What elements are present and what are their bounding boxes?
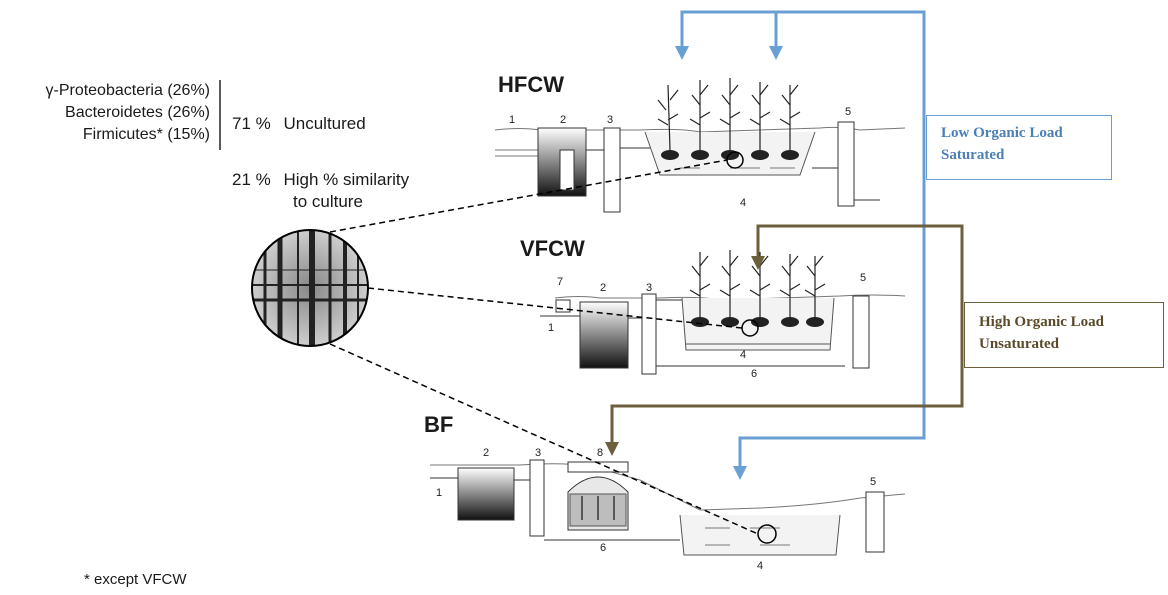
hfcw-outlet [837, 121, 855, 207]
taxon-proteobacteria: γ-Proteobacteria (26%) [45, 82, 210, 99]
taxon-bacteroidetes: Bacteroidetes (26%) [65, 104, 210, 121]
footnote: * except VFCW [84, 571, 187, 588]
vfcw-sample-circle [741, 319, 759, 337]
low-load-line-2: Saturated [941, 147, 1005, 163]
vfcw-system [540, 250, 906, 375]
vfcw-num-4: 4 [740, 349, 747, 361]
low-load-box: Low Organic Load Saturated [926, 115, 1112, 180]
similar-label-1: High % similarity [283, 170, 410, 189]
bf-label: BF [424, 412, 454, 437]
hfcw-system [494, 78, 906, 213]
vfcw-outlet [852, 295, 870, 369]
vfcw-plants [689, 250, 826, 320]
hfcw-siphon [603, 127, 621, 213]
bf-num-5: 5 [870, 476, 877, 488]
vfcw-num-6: 6 [751, 368, 758, 380]
vfcw-num-5: 5 [860, 272, 867, 284]
vfcw-num-2: 2 [600, 282, 607, 294]
similar-stat: 21 % High % similarity [232, 170, 409, 190]
hfcw-num-4: 4 [740, 197, 747, 209]
high-load-arrowheads [605, 256, 765, 456]
uncultured-label: Uncultured [283, 114, 366, 133]
vfcw-num-1: 1 [548, 322, 555, 334]
bf-septic-tank [457, 467, 515, 521]
high-load-box: High Organic Load Unsaturated [964, 302, 1164, 368]
bf-sample-circle [757, 524, 777, 544]
high-load-line-1: High Organic Load [979, 314, 1105, 330]
bf-num-8: 8 [597, 447, 604, 459]
similar-percent: 21 % [232, 170, 271, 189]
gel-image [251, 229, 369, 347]
bf-num-3: 3 [535, 447, 542, 459]
bf-lagoon [679, 514, 841, 556]
vfcw-siphon [641, 293, 657, 375]
hfcw-plants [657, 78, 801, 151]
uncultured-percent: 71 % [232, 114, 271, 133]
bf-num-6: 6 [600, 542, 607, 554]
hfcw-label: HFCW [498, 72, 564, 97]
bf-system [430, 459, 906, 556]
taxa-list: γ-Proteobacteria (26%) Bacteroidetes (26… [45, 80, 210, 146]
uncultured-stat: 71 % Uncultured [232, 114, 366, 134]
high-load-routing [610, 224, 964, 444]
vfcw-label: VFCW [520, 236, 585, 261]
hfcw-num-3: 3 [607, 114, 614, 126]
hfcw-num-1: 1 [509, 114, 516, 126]
low-load-line-1: Low Organic Load [941, 125, 1063, 141]
vfcw-pump [555, 299, 571, 313]
vfcw-septic-tank [579, 301, 629, 369]
bf-outlet [865, 491, 885, 553]
bf-num-1: 1 [436, 487, 443, 499]
low-load-routing [680, 10, 926, 468]
bf-num-2: 2 [483, 447, 490, 459]
similar-label-2: to culture [293, 192, 363, 211]
low-load-arrowheads [675, 46, 783, 480]
vfcw-roots [691, 317, 824, 327]
vfcw-num-3: 3 [646, 282, 653, 294]
taxon-firmicutes: Firmicutes* (15%) [82, 126, 210, 143]
hfcw-num-2: 2 [560, 114, 567, 126]
vfcw-num-7: 7 [557, 276, 564, 288]
hfcw-num-5: 5 [845, 106, 852, 118]
dashed-connectors [329, 159, 759, 535]
bf-siphon [529, 459, 545, 537]
bf-num-4: 4 [757, 560, 764, 572]
high-load-line-2: Unsaturated [979, 336, 1060, 352]
